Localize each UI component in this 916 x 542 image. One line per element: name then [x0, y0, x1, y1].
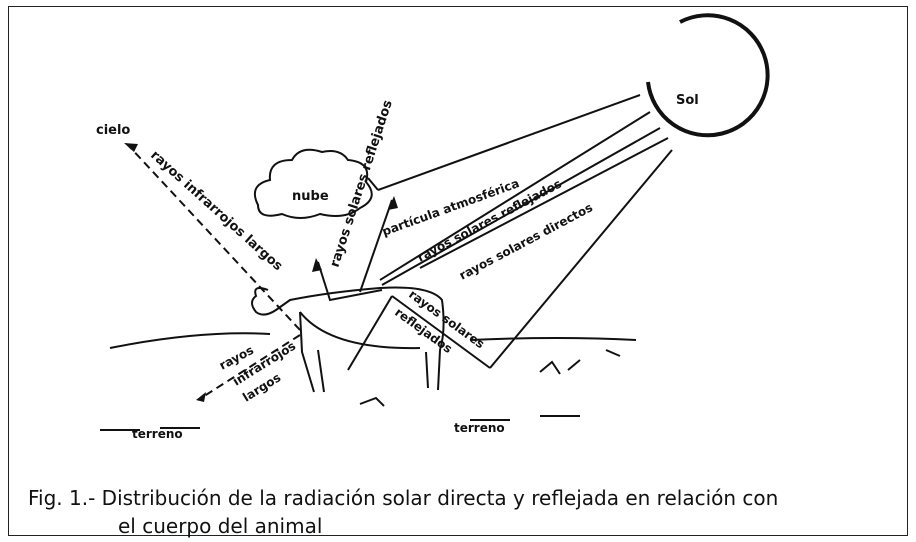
- caption-line-1: Fig. 1.- Distribución de la radiación so…: [28, 486, 779, 510]
- cow: [251, 286, 445, 393]
- ground-left-label: terreno: [132, 427, 183, 441]
- solar-rays: [317, 94, 673, 371]
- cloud-label: nube: [292, 189, 329, 204]
- sun: [646, 13, 770, 138]
- ground: [100, 332, 637, 431]
- figure-caption: Fig. 1.- Distribución de la radiación so…: [28, 484, 898, 540]
- ground-right-label: terreno: [454, 421, 505, 435]
- cloud: [254, 148, 373, 219]
- infrared-rays: [127, 144, 301, 401]
- infrared-top-label: rayos infrarrojos largos: [147, 148, 285, 274]
- sun-label: Sol: [676, 93, 699, 108]
- sky-label: cielo: [96, 123, 130, 138]
- caption-line-2: el cuerpo del animal: [118, 514, 323, 538]
- reflected-top-label: rayos solares reflejados: [328, 98, 396, 269]
- figure-frame: [8, 6, 908, 536]
